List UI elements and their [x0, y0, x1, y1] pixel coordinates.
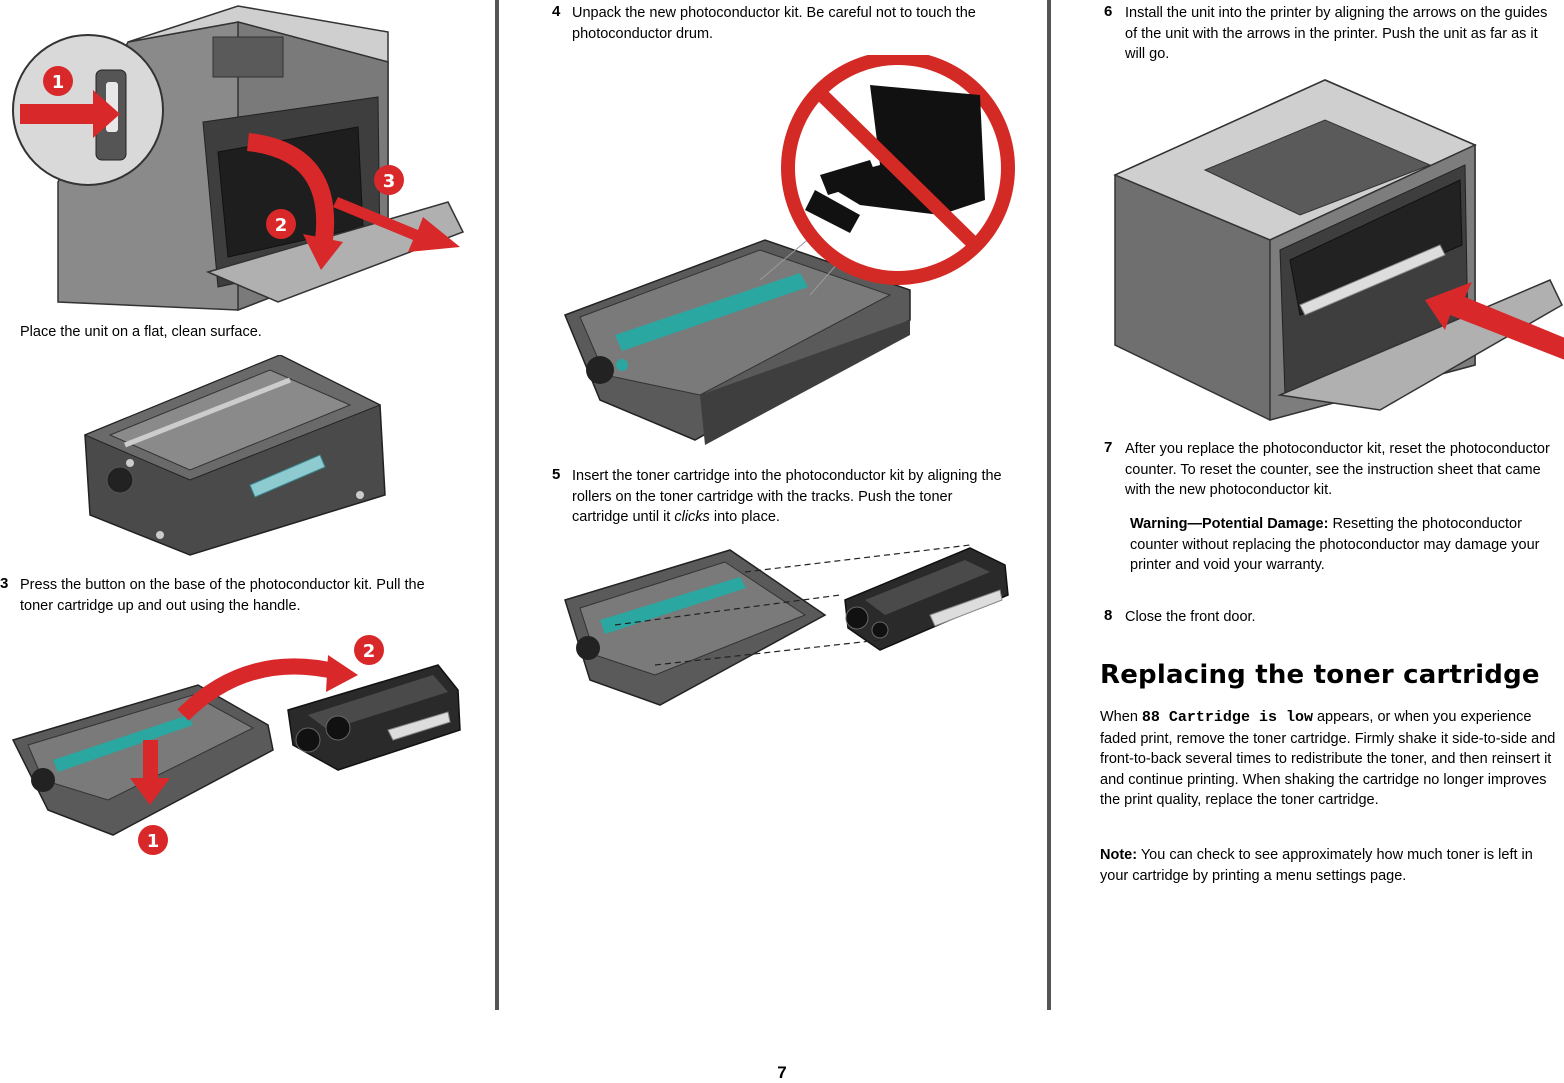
callout-2-icon — [354, 635, 384, 665]
callout-2-icon — [266, 209, 296, 239]
callout-1-icon — [138, 825, 168, 855]
printer-remove-cartridge-figure: 1 2 3 — [12, 5, 465, 312]
step-5-text: Insert the toner cartridge into the phot… — [572, 468, 1002, 525]
insert-toner-figure — [564, 544, 1009, 706]
separate-toner-figure: 1 2 — [11, 635, 461, 855]
callout-1-icon — [43, 66, 73, 96]
svg-text:2: 2 — [275, 215, 288, 236]
step-6-number: 6 — [1104, 3, 1113, 20]
page-number: 7 — [777, 1063, 787, 1082]
step-3-text: Press the button on the base of the phot… — [20, 577, 425, 614]
step-8-number: 8 — [1104, 607, 1113, 624]
install-unit-figure — [1113, 79, 1564, 421]
do-not-touch-drum-figure — [564, 55, 1015, 445]
note-paragraph: Note: You can check to see approximately… — [1100, 847, 1533, 884]
svg-text:1: 1 — [147, 831, 160, 852]
step-4-text: Unpack the new photoconductor kit. Be ca… — [572, 5, 976, 42]
svg-text:1: 1 — [52, 72, 65, 93]
step-5-number: 5 — [552, 466, 561, 483]
column-divider-2 — [1047, 0, 1051, 1010]
step-7-number: 7 — [1104, 439, 1113, 456]
place-caption: Place the unit on a flat, clean surface. — [20, 324, 262, 340]
column-divider-1 — [495, 0, 499, 1010]
svg-text:2: 2 — [363, 641, 376, 662]
step-7-text: After you replace the photoconductor kit… — [1125, 441, 1550, 498]
step-6-text: Install the unit into the printer by ali… — [1125, 5, 1548, 62]
warning-notice: Warning—Potential Damage: Resetting the … — [1130, 516, 1540, 573]
intro-paragraph: When 88 Cartridge is low appears, or whe… — [1100, 709, 1556, 808]
step-8-text: Close the front door. — [1125, 609, 1256, 625]
step-3-number: 3 — [0, 575, 9, 592]
section-heading: Replacing the toner cartridge — [1100, 660, 1540, 690]
step-4-number: 4 — [552, 3, 561, 20]
photoconductor-kit-figure — [83, 355, 386, 556]
callout-3-icon — [374, 165, 404, 195]
svg-text:3: 3 — [383, 171, 396, 192]
